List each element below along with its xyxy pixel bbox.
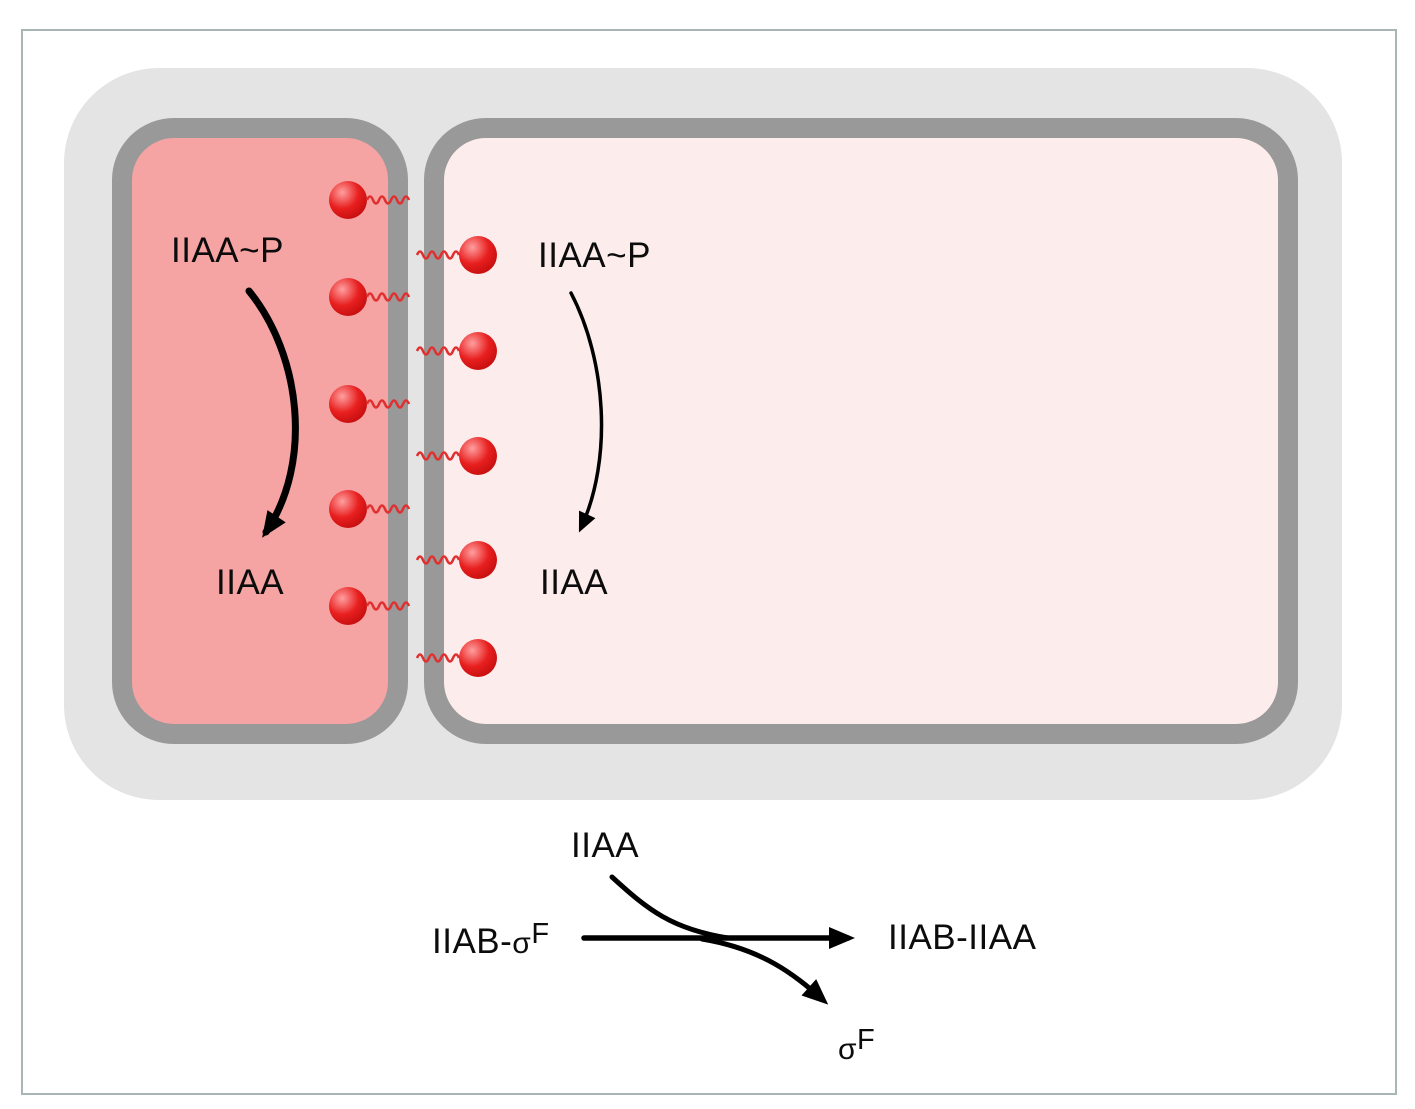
septum-protein-unit: [329, 385, 415, 423]
septum-protein-unit: [329, 181, 415, 219]
protein-ball-icon: [329, 385, 367, 423]
sigma-glyph: σ: [512, 927, 532, 960]
membrane-anchor-squiggle-icon: [415, 346, 461, 356]
protein-ball-icon: [329, 587, 367, 625]
septum-protein-unit: [415, 541, 501, 579]
sigma-f-superscript: F: [857, 1024, 876, 1056]
septum-protein-unit: [415, 332, 501, 370]
reaction-product-label: IIAB-IIAA: [888, 918, 1037, 957]
reaction-released-sigma-label: σF: [838, 1024, 875, 1068]
protein-ball-icon: [459, 236, 497, 274]
membrane-anchor-squiggle-icon: [415, 653, 461, 663]
reaction-substrate-label: IIAB-σF: [432, 918, 550, 962]
membrane-anchor-squiggle-icon: [365, 504, 411, 514]
membrane-anchor-squiggle-icon: [415, 250, 461, 260]
protein-ball-icon: [329, 278, 367, 316]
septum-protein-unit: [329, 278, 415, 316]
forespore-dephospho-label: IIAA: [216, 563, 285, 602]
membrane-anchor-squiggle-icon: [415, 555, 461, 565]
mother-cell-compartment: [424, 118, 1298, 744]
protein-ball-icon: [459, 437, 497, 475]
sigma-f-superscript: F: [531, 918, 550, 950]
membrane-anchor-squiggle-icon: [365, 601, 411, 611]
septum-protein-unit: [415, 236, 501, 274]
protein-ball-icon: [459, 639, 497, 677]
membrane-anchor-squiggle-icon: [365, 292, 411, 302]
reaction-incoming-label: IIAA: [571, 826, 640, 865]
protein-ball-icon: [329, 490, 367, 528]
septum-protein-unit: [329, 587, 415, 625]
septum-protein-unit: [415, 639, 501, 677]
mothercell-phospho-label: IIAA~P: [538, 236, 651, 275]
protein-ball-icon: [459, 541, 497, 579]
forespore-phospho-label: IIAA~P: [171, 231, 284, 270]
membrane-anchor-squiggle-icon: [415, 451, 461, 461]
septum-protein-unit: [329, 490, 415, 528]
protein-ball-icon: [459, 332, 497, 370]
protein-ball-icon: [329, 181, 367, 219]
reaction-substrate-prefix: IIAB-: [432, 922, 513, 961]
septum-protein-unit: [415, 437, 501, 475]
sigma-glyph: σ: [838, 1033, 858, 1066]
membrane-anchor-squiggle-icon: [365, 399, 411, 409]
mothercell-dephospho-label: IIAA: [540, 563, 609, 602]
membrane-anchor-squiggle-icon: [365, 195, 411, 205]
